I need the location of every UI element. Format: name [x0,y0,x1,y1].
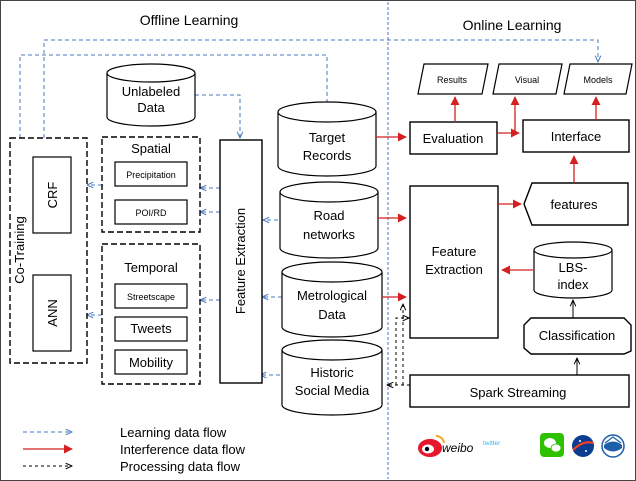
evaluation-box [409,121,498,155]
visual-label: Visual [515,75,539,85]
co-training-label: Co-Training [12,216,27,283]
mobility-box [114,349,188,375]
spark-streaming-box [409,374,630,408]
models-box [563,63,633,95]
processing-solid-arrows [573,300,577,375]
legend-processing-label: Processing data flow [120,459,241,474]
evaluation-label: Evaluation [423,131,484,146]
processing-flow-arrows [387,304,410,385]
crf-box [32,156,72,234]
ann-box [32,274,72,352]
weibo-logo: weibo [418,434,474,457]
interference-flow-arrows [376,96,601,302]
historic-social-media-label-1: Historic [310,365,354,380]
interface-box [522,119,630,153]
target-records-store: Target Records [277,101,377,177]
metrological-data-label-2: Data [318,307,346,322]
weibo-wordmark: weibo [442,441,474,455]
spark-streaming-label: Spark Streaming [470,385,567,400]
precipitation-box [114,161,188,187]
features-label: features [551,197,598,212]
streetscape-box [114,283,188,309]
road-networks-label-1: Road [313,208,344,223]
online-feature-extraction-box [409,185,499,339]
visual-box [492,63,563,95]
spatial-group: Spatial Precipitation POI/RD [101,136,201,233]
processing-spark-to-extraction-2 [395,318,409,385]
tweets-box [114,316,188,342]
models-label: Models [583,75,613,85]
results-box [417,63,489,95]
learning-arrow-to-models [43,39,598,138]
mobility-label: Mobility [129,355,174,370]
crf-label: CRF [45,182,60,209]
road-networks-label-2: networks [303,227,356,242]
nasa-logo [572,435,594,457]
online-feature-extraction-label-2: Extraction [425,262,483,277]
classification-box [523,317,632,355]
historic-social-media-store: Historic Social Media [281,339,383,416]
online-learning-heading: Online Learning [463,17,562,33]
target-records-label-2: Records [303,148,352,163]
poi-rd-label: POI/RD [135,208,167,218]
lbs-index-store: LBS- index [533,241,613,299]
learning-arrow-unlabeled [195,94,240,138]
results-label: Results [437,75,468,85]
lbs-index-label-1: LBS- [559,260,588,275]
interface-label: Interface [551,129,602,144]
spatial-title: Spatial [131,141,171,156]
poi-rd-box [114,199,188,225]
offline-feature-extraction-box [219,139,263,384]
twitter-wordmark: twitter [483,440,501,447]
data-source-logos: weibo twitter [418,433,625,458]
co-training-block: Co-Training CRF ANN [9,137,88,364]
online-feature-extraction-label-1: Feature [432,244,477,259]
twitter-logo: twitter [483,440,501,447]
historic-social-media-label-2: Social Media [295,383,370,398]
metrological-data-store: Metrological Data [281,261,383,338]
classification-label: Classification [539,328,616,343]
unlabeled-data-label-1: Unlabeled [122,84,181,99]
tweets-label: Tweets [130,321,172,336]
offline-feature-extraction: Feature Extraction [219,139,263,384]
lbs-index-label-2: index [557,277,589,292]
target-records-label-1: Target [309,130,346,145]
temporal-title: Temporal [124,260,178,275]
offline-learning-heading: Offline Learning [140,12,239,28]
temporal-group: Temporal Streetscape Tweets Mobility [101,243,201,385]
output-boxes: Results Visual Models [417,63,633,95]
road-networks-store: Road networks [279,181,379,259]
legend: Learning data flow Interference data flo… [23,425,246,474]
features-box [523,182,629,226]
precipitation-label: Precipitation [126,170,176,180]
streetscape-label: Streetscape [127,292,175,302]
offline-feature-extraction-label: Feature Extraction [233,208,248,314]
unlabeled-data-store: Unlabeled Data [106,63,196,127]
legend-learning-label: Learning data flow [120,425,227,440]
noaa-logo [601,434,625,458]
unlabeled-data-label-2: Data [137,100,165,115]
learning-flow-arrows [19,39,598,375]
ann-label: ANN [45,299,60,326]
legend-interference-label: Interference data flow [120,442,246,457]
learning-arrow-to-target [19,54,327,138]
wechat-logo [540,433,564,457]
metrological-data-label-1: Metrological [297,288,367,303]
